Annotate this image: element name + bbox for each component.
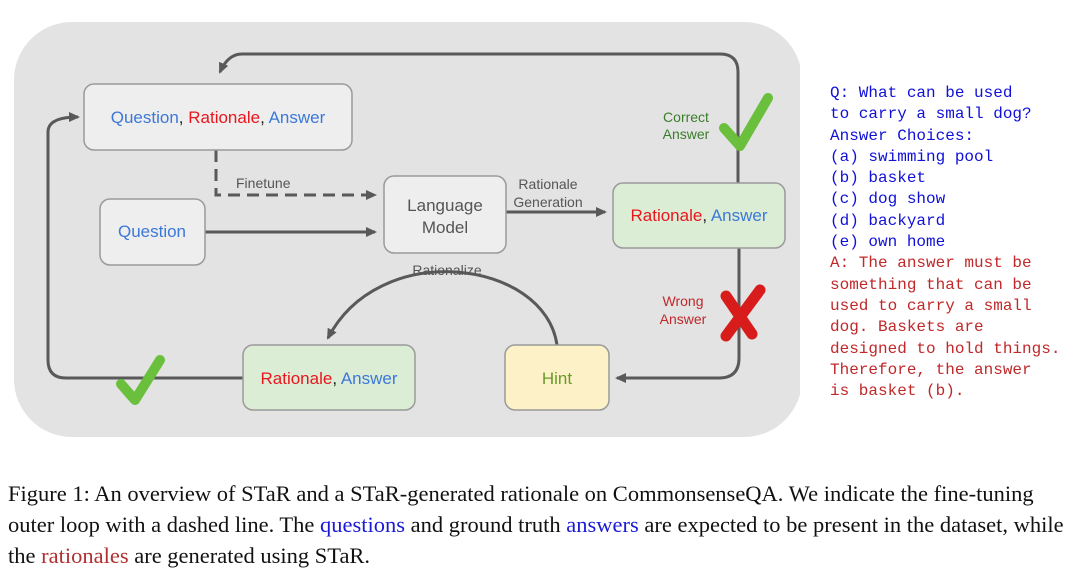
question-label: Question [118, 222, 186, 241]
example-answer-line: Therefore, the answer [830, 360, 1032, 379]
example-choice: (c) dog show [830, 190, 946, 209]
qra-question: Question [111, 108, 179, 127]
wrong-answer-label-1: Wrong [663, 293, 704, 309]
rationale-generation-label-1: Rationale [518, 176, 577, 192]
node-generated-output: Rationale, Answer [612, 182, 786, 249]
arrow-finetune [214, 150, 377, 200]
example-answer-line: is basket (b). [830, 382, 965, 401]
node-hint: Hint [504, 344, 610, 411]
lm-label-2: Model [422, 218, 468, 237]
arrow-wrong-to-hint [615, 248, 741, 383]
example-question-line: Q: What can be used [830, 84, 1013, 102]
correct-answer-label-2: Answer [663, 126, 710, 142]
caption-rationales: rationales [41, 543, 129, 568]
rationalize-label: Rationalize [412, 262, 481, 278]
node-question: Question [99, 198, 206, 266]
example-answer-line: A: The answer must be [830, 254, 1032, 273]
commonsenseqa-example: Q: What can be used to carry a small dog… [830, 83, 1060, 402]
arrow-outer-loop [46, 112, 244, 380]
checkmark-icon [116, 355, 165, 405]
rationale-generation-label-2: Generation [513, 194, 582, 210]
example-answer-line: something that can be [830, 275, 1032, 294]
finetune-label: Finetune [236, 175, 291, 191]
cross-icon [720, 284, 766, 342]
caption-answers: answers [566, 512, 639, 537]
checkmark-icon [719, 93, 773, 151]
svg-text:Question, Rationale, Answer: Question, Rationale, Answer [111, 108, 326, 127]
qra-rationale: Rationale [188, 108, 260, 127]
correct-answer-label-1: Correct [663, 109, 709, 125]
caption-questions: questions [320, 512, 406, 537]
example-choice: (e) own home [830, 233, 946, 252]
example-answer-line: designed to hold things. [830, 339, 1061, 358]
hint-label: Hint [542, 369, 573, 388]
star-diagram: Question, Rationale, Answer Question Lan… [14, 22, 800, 437]
node-language-model: Language Model [383, 175, 507, 254]
figure-caption: Figure 1: An overview of STaR and a STaR… [8, 481, 1064, 568]
example-choice: (d) backyard [830, 211, 946, 230]
example-answer-line: dog. Baskets are [830, 318, 984, 337]
wrong-answer-label-2: Answer [660, 311, 707, 327]
example-choice: (a) swimming pool [830, 147, 994, 166]
example-answer-line: used to carry a small [830, 296, 1032, 315]
node-question-rationale-answer: Question, Rationale, Answer [83, 83, 353, 151]
svg-text:Rationale, Answer: Rationale, Answer [260, 369, 397, 388]
gen-rationale: Rationale [630, 206, 702, 225]
gen-answer: Answer [711, 206, 768, 225]
node-rationalized-output: Rationale, Answer [242, 344, 416, 411]
svg-text:Rationale, Answer: Rationale, Answer [630, 206, 767, 225]
rat-rationale: Rationale [260, 369, 332, 388]
arrow-correct-to-qra [218, 52, 740, 183]
example-question-line: to carry a small dog? [830, 105, 1032, 124]
arrow-rationalize [326, 270, 559, 346]
example-question-line: Answer Choices: [830, 126, 975, 145]
rat-answer: Answer [341, 369, 398, 388]
example-choice: (b) basket [830, 169, 927, 188]
qra-answer: Answer [269, 108, 326, 127]
lm-label-1: Language [407, 196, 483, 215]
